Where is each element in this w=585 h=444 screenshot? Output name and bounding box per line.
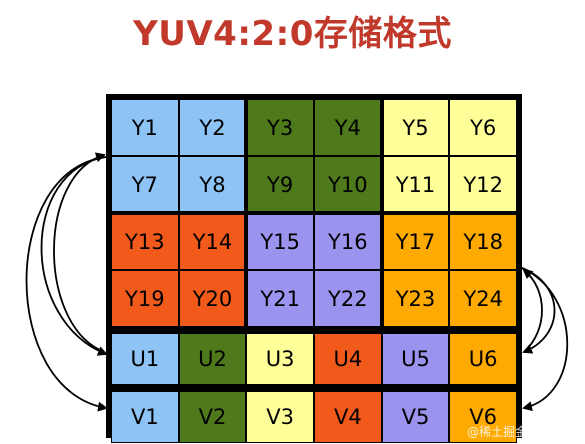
grid-cell-v4: V4 bbox=[314, 391, 382, 443]
grid-cell-u3: U3 bbox=[246, 333, 314, 385]
grid-cell-y4: Y4 bbox=[314, 99, 382, 156]
grid-cell-y9: Y9 bbox=[246, 156, 314, 213]
grid-cell-y8: Y8 bbox=[178, 156, 247, 213]
grid-cell-v2: V2 bbox=[178, 391, 247, 443]
arrow-y1-to-v1 bbox=[25, 156, 108, 412]
diagram-title: YUV4:2:0存储格式 bbox=[133, 14, 452, 54]
arrow-u1-to-y1 bbox=[53, 152, 106, 351]
grid-cell-u6: U6 bbox=[449, 333, 517, 385]
arrow-y18-to-v6 bbox=[521, 267, 569, 412]
grid-cell-y17: Y17 bbox=[381, 213, 450, 270]
grid-cell-v1: V1 bbox=[111, 391, 179, 443]
grid-cell-y24: Y24 bbox=[449, 270, 517, 327]
arrow-u6-to-y18 bbox=[522, 268, 543, 353]
grid-cell-y12: Y12 bbox=[449, 156, 517, 213]
grid-cell-u5: U5 bbox=[381, 333, 450, 385]
grid-cell-u2: U2 bbox=[178, 333, 247, 385]
grid-cell-y20: Y20 bbox=[178, 270, 247, 327]
grid-cell-y22: Y22 bbox=[314, 270, 382, 327]
grid-cell-y7: Y7 bbox=[111, 156, 179, 213]
grid-cell-y2: Y2 bbox=[178, 99, 247, 156]
grid-cell-u4: U4 bbox=[314, 333, 382, 385]
grid-cell-u1: U1 bbox=[111, 333, 179, 385]
grid-cell-y21: Y21 bbox=[246, 270, 314, 327]
grid-cell-y5: Y5 bbox=[381, 99, 450, 156]
grid-cell-y19: Y19 bbox=[111, 270, 179, 327]
grid-cell-y23: Y23 bbox=[381, 270, 450, 327]
grid-cell-v3: V3 bbox=[246, 391, 314, 443]
group-separator-horizontal bbox=[111, 211, 517, 215]
arrow-y18-to-u6 bbox=[521, 267, 556, 354]
grid-cell-y13: Y13 bbox=[111, 213, 179, 270]
grid-cell-y3: Y3 bbox=[246, 99, 314, 156]
grid-cell-v5: V5 bbox=[381, 391, 450, 443]
grid-cell-y1: Y1 bbox=[111, 99, 179, 156]
arrow-y1-to-u1 bbox=[40, 156, 108, 356]
grid-cell-y10: Y10 bbox=[314, 156, 382, 213]
watermark: @稀土掘金技术社区 bbox=[466, 425, 575, 439]
grid-cell-v6: V6 bbox=[449, 391, 517, 443]
grid-cell-y6: Y6 bbox=[449, 99, 517, 156]
